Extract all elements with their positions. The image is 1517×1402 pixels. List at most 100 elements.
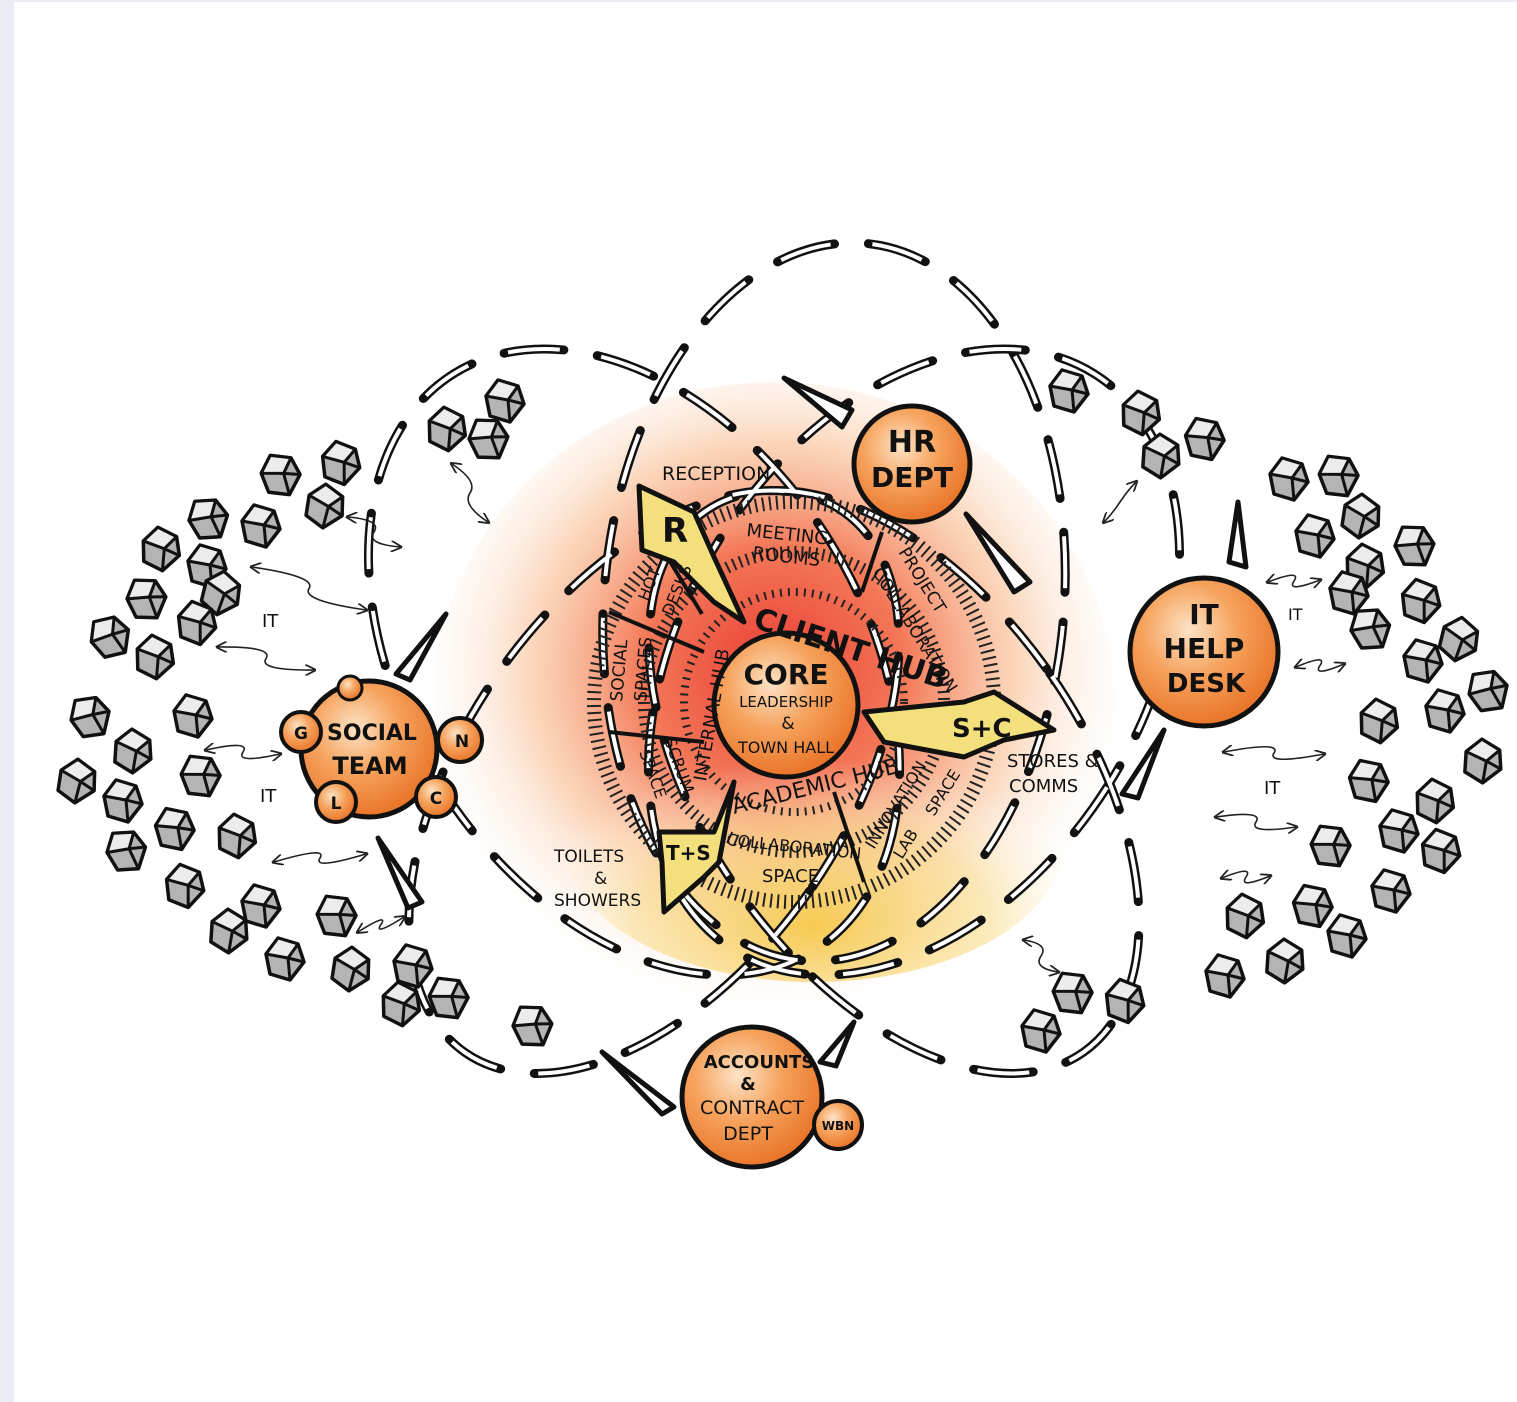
accounts-label-3: CONTRACT bbox=[700, 1097, 804, 1119]
building-block bbox=[264, 936, 306, 982]
building-block bbox=[1398, 576, 1444, 626]
flow-arrow bbox=[1222, 871, 1270, 883]
stores-annotation-1: STORES & bbox=[1007, 751, 1099, 772]
satellite-l-circle bbox=[314, 780, 358, 824]
stores-wing-label: S+C bbox=[952, 714, 1012, 744]
building-block bbox=[1314, 450, 1363, 502]
it-label: IT bbox=[1264, 778, 1281, 799]
flow-arrow bbox=[218, 647, 314, 670]
core-line-3: & bbox=[781, 714, 794, 734]
building-block bbox=[424, 972, 473, 1024]
building-block bbox=[62, 687, 119, 746]
wing-labels: R S+C T+S RECEPTION STORES & COMMS TOILE… bbox=[553, 463, 1099, 911]
building-block bbox=[1204, 953, 1246, 999]
building-block bbox=[1424, 688, 1466, 734]
it-label: IT bbox=[260, 786, 277, 807]
building-block bbox=[1326, 913, 1368, 959]
it-help-label-2: HELP bbox=[1164, 632, 1245, 665]
flow-arrow bbox=[452, 464, 488, 522]
flow-arrow bbox=[252, 567, 366, 610]
building-block bbox=[1457, 734, 1509, 789]
building-block bbox=[1268, 456, 1310, 502]
stores-comms-wing bbox=[861, 689, 1057, 760]
flow-arrow bbox=[1104, 482, 1136, 522]
building-block bbox=[1259, 934, 1311, 989]
satellite-n-circle bbox=[436, 716, 484, 764]
building-block bbox=[1135, 429, 1187, 484]
satellite-c-circle bbox=[414, 775, 458, 819]
core-title: CORE bbox=[743, 658, 828, 691]
building-block bbox=[81, 607, 140, 667]
building-block bbox=[1306, 820, 1355, 872]
social-label-2: TEAM bbox=[332, 752, 407, 780]
building-block bbox=[137, 523, 186, 575]
building-block bbox=[181, 490, 236, 547]
satellite-l-label: L bbox=[331, 794, 342, 814]
building-block bbox=[1411, 775, 1460, 827]
satellite-top-circle bbox=[336, 674, 364, 702]
satellite-labels: G N L C WBN bbox=[294, 724, 854, 1133]
building-block bbox=[392, 943, 434, 989]
social-label-1: SOCIAL bbox=[327, 721, 417, 746]
it-help-desk-circle bbox=[1127, 575, 1281, 729]
core-circle bbox=[711, 630, 861, 780]
building-block bbox=[1346, 756, 1392, 806]
flow-arrow bbox=[358, 917, 404, 932]
flow-arrow bbox=[1268, 575, 1320, 587]
it-labels: IT IT IT IT bbox=[260, 605, 1303, 807]
collaboration-space-label-2: SPACE bbox=[762, 866, 819, 887]
building-block bbox=[256, 449, 305, 501]
toilets-annotation-2: & bbox=[594, 869, 607, 889]
building-block bbox=[507, 998, 559, 1053]
toilets-annotation-1: TOILETS bbox=[553, 847, 624, 867]
flow-arrow bbox=[348, 517, 400, 547]
hr-dept-circle bbox=[851, 403, 973, 525]
reception-wing bbox=[636, 483, 747, 625]
building-block bbox=[324, 941, 379, 998]
building-block bbox=[1221, 890, 1270, 942]
accounts-dept-circle bbox=[679, 1024, 825, 1170]
flow-arrow bbox=[1216, 814, 1296, 829]
building-block bbox=[1378, 808, 1420, 854]
stores-annotation-2: COMMS bbox=[1009, 776, 1078, 797]
core-line-4: TOWN HALL bbox=[737, 738, 834, 757]
reception-wing-label: R bbox=[662, 511, 688, 551]
accounts-label-4: DEPT bbox=[723, 1123, 773, 1145]
building-block bbox=[1294, 513, 1336, 559]
building-block bbox=[152, 804, 198, 854]
building-block bbox=[99, 822, 154, 879]
building-block bbox=[1389, 518, 1441, 573]
building-block bbox=[312, 890, 361, 942]
it-help-label-1: IT bbox=[1189, 598, 1219, 631]
building-block bbox=[318, 438, 364, 488]
wings bbox=[636, 483, 1057, 915]
building-block bbox=[1402, 638, 1444, 684]
connector-wedges bbox=[375, 375, 1249, 1117]
building-block bbox=[162, 861, 208, 911]
flow-arrow bbox=[1024, 940, 1058, 972]
core-labels: CORE LEADERSHIP & TOWN HALL bbox=[737, 658, 834, 757]
building-block bbox=[1048, 368, 1090, 414]
accounts-label-2: & bbox=[740, 1074, 756, 1095]
office-layout-diagram: CLIENT HUB ACADEMIC HUB INTERNAL HUB MEE… bbox=[50, 238, 1517, 1170]
building-block bbox=[131, 631, 180, 683]
flow-arrow bbox=[206, 745, 280, 758]
building-block bbox=[172, 693, 214, 739]
diagram-canvas: CLIENT HUB ACADEMIC HUB INTERNAL HUB MEE… bbox=[14, 2, 1517, 1402]
ring-top bbox=[598, 238, 1070, 966]
flow-arrow bbox=[1296, 660, 1344, 671]
building-block bbox=[213, 810, 262, 862]
satellite-wbn-label: WBN bbox=[822, 1119, 854, 1133]
building-block bbox=[1418, 826, 1464, 876]
building-block bbox=[102, 778, 144, 824]
building-block bbox=[1048, 967, 1097, 1019]
building-block bbox=[240, 503, 282, 549]
building-block bbox=[1117, 387, 1166, 439]
flow-arrows bbox=[206, 464, 1344, 972]
satellite-n-label: N bbox=[455, 732, 469, 752]
reception-annotation: RECEPTION bbox=[662, 463, 770, 485]
hr-label-2: DEPT bbox=[871, 461, 953, 494]
accounts-label-1: ACCOUNTS bbox=[704, 1052, 815, 1073]
building-block bbox=[50, 753, 105, 810]
toilets-showers-wing bbox=[656, 779, 737, 915]
